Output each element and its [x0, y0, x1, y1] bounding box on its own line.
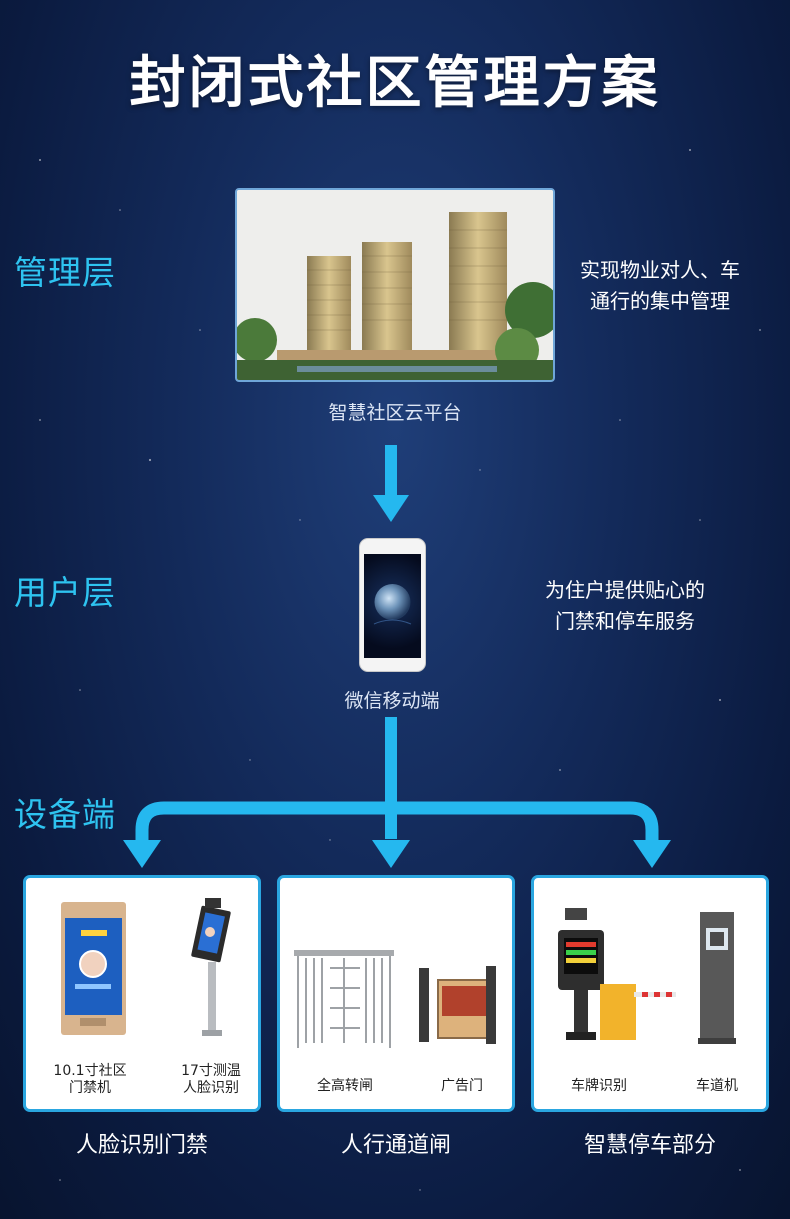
- device-card-pedestrian-gate: 全高转闸 广告门: [277, 875, 515, 1112]
- phone-screen: [364, 554, 421, 658]
- device-label-line: 人脸识别: [183, 1080, 239, 1096]
- management-description-line2: 通行的集中管理: [590, 289, 730, 313]
- arrow-branch-horizontal: [135, 801, 659, 842]
- platform-caption: 智慧社区云平台: [328, 402, 462, 424]
- mobile-caption: 微信移动端: [344, 690, 440, 712]
- device-label-plate-recognition: 车牌识别: [571, 1078, 627, 1094]
- group-label-face-access: 人脸识别门禁: [75, 1133, 208, 1158]
- arrow-head-face-access: [123, 840, 161, 868]
- device-label-community-access-machine: 10.1寸社区 门禁机: [40, 1063, 140, 1097]
- group-label-pedestrian-gate: 人行通道闸: [340, 1133, 451, 1158]
- layer-label-device: 设备端: [14, 795, 116, 834]
- management-description-line1: 实现物业对人、车: [580, 258, 740, 282]
- arrow-shaft-platform-to-mobile: [385, 445, 397, 497]
- parking-devices-illustration: [558, 908, 736, 1044]
- layer-label-management: 管理层: [14, 253, 116, 292]
- arrow-head-parking: [633, 840, 671, 868]
- user-description-line1: 为住户提供贴心的: [545, 578, 705, 602]
- arrow-trunk-mobile-to-devices: [385, 717, 397, 839]
- device-label-full-height-turnstile: 全高转闸: [317, 1078, 373, 1094]
- platform-image: [235, 188, 555, 382]
- arrow-head-pedestrian-gate: [372, 840, 410, 868]
- group-label-parking: 智慧停车部分: [583, 1133, 716, 1158]
- layer-label-user: 用户层: [14, 573, 116, 612]
- page-title: 封闭式社区管理方案: [129, 51, 661, 116]
- mobile-phone-image: [359, 538, 426, 672]
- device-label-lane-machine: 车道机: [696, 1078, 738, 1094]
- device-label-line: 10.1寸社区: [53, 1063, 127, 1079]
- device-label-line: 17寸测温: [181, 1063, 241, 1079]
- user-description: 为住户提供贴心的 门禁和停车服务: [520, 575, 730, 637]
- device-label-line: 门禁机: [69, 1080, 111, 1096]
- device-label-advertising-gate: 广告门: [441, 1078, 483, 1094]
- user-description-line2: 门禁和停车服务: [555, 609, 695, 633]
- device-card-parking: 车牌识别 车道机: [531, 875, 769, 1112]
- pedestrian-gate-illustration: [294, 950, 496, 1048]
- arrow-head-platform-to-mobile: [373, 495, 409, 522]
- management-description: 实现物业对人、车 通行的集中管理: [560, 255, 760, 317]
- face-access-devices-illustration: [61, 898, 231, 1036]
- earth-icon: [373, 584, 412, 625]
- buildings-illustration: [237, 190, 553, 380]
- device-card-face-access: 10.1寸社区 门禁机 17寸测温 人脸识别: [23, 875, 261, 1112]
- device-label-thermal-face-recognition: 17寸测温 人脸识别: [166, 1063, 256, 1097]
